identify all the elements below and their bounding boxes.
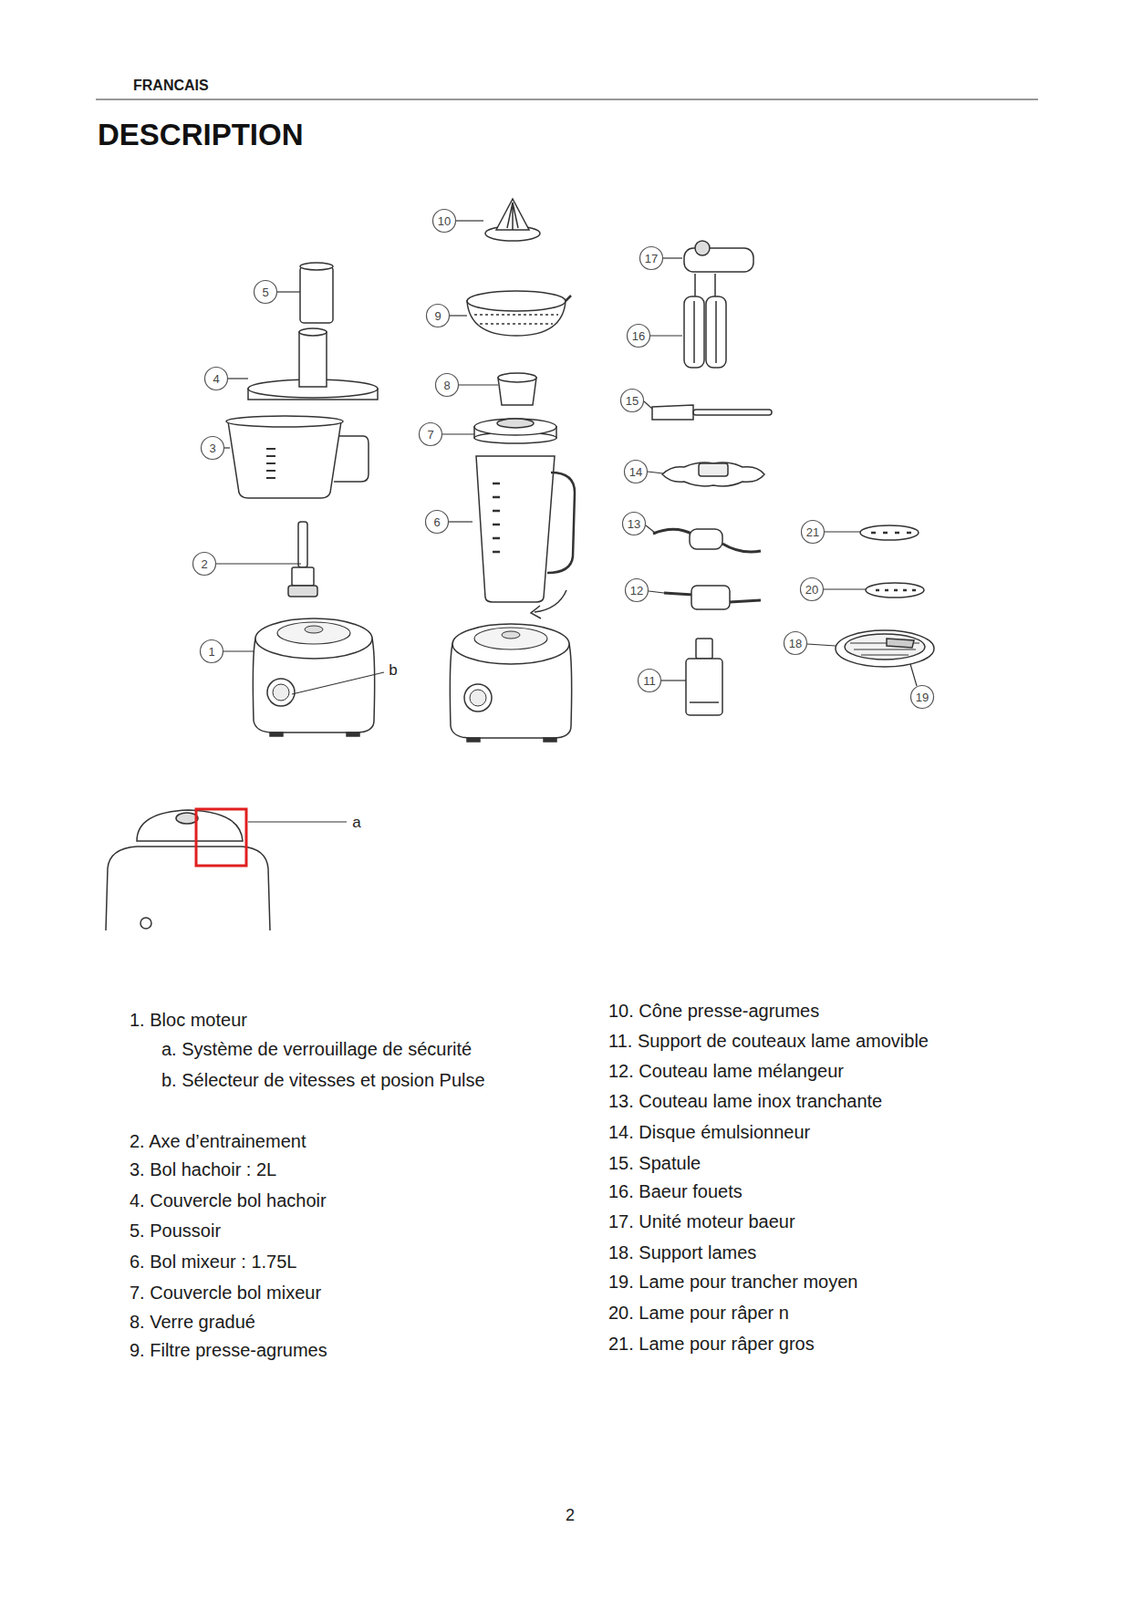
part-list-item: 3. Bol hachoir : 2L bbox=[129, 1154, 277, 1185]
emulsifier-disc bbox=[662, 462, 765, 487]
callout-ring bbox=[640, 247, 664, 271]
highlight-box bbox=[196, 809, 247, 866]
callout-number: 16 bbox=[632, 330, 645, 343]
callout-ring bbox=[205, 367, 229, 391]
turn-arrow bbox=[530, 605, 541, 619]
callout-number: 3 bbox=[208, 442, 216, 455]
measuring-cup bbox=[498, 373, 537, 406]
part-list-item: 16. Baeur fouets bbox=[608, 1176, 743, 1207]
drive-shaft bbox=[288, 521, 318, 597]
callout-ring bbox=[623, 512, 646, 536]
callout-number: 1 bbox=[207, 645, 215, 658]
callout-ring bbox=[425, 510, 449, 534]
callout-ring bbox=[625, 579, 649, 603]
callout-ring bbox=[911, 685, 935, 709]
part-list-item: 8. Verre gradué bbox=[129, 1307, 256, 1338]
motor-base bbox=[449, 623, 572, 742]
part-list-item: 1. Bloc moteur bbox=[129, 1005, 248, 1036]
citrus-filter bbox=[467, 290, 572, 336]
blade-disc bbox=[835, 630, 935, 667]
callout-number: 4 bbox=[212, 373, 219, 385]
part-list-item: 13. Couteau lame inox tranchante bbox=[608, 1086, 883, 1117]
callout-ring bbox=[784, 632, 808, 655]
part-list-item: 19. Lame pour trancher moyen bbox=[608, 1267, 859, 1298]
callout-ring bbox=[801, 520, 825, 544]
callout-number: 19 bbox=[915, 691, 929, 704]
callout-number: 10 bbox=[437, 215, 451, 228]
page-title: DESCRIPTION bbox=[97, 116, 304, 154]
callout-ring bbox=[193, 552, 217, 576]
callout-number: 5 bbox=[261, 286, 269, 299]
part-list-item: 12. Couteau lame mélangeur bbox=[608, 1056, 844, 1087]
callout-ring bbox=[621, 389, 644, 413]
callout-number: 11 bbox=[643, 675, 656, 687]
callout-number: 2 bbox=[200, 558, 208, 571]
part-list-item: 21. Lame pour râper gros bbox=[608, 1329, 815, 1360]
callout-number: 21 bbox=[806, 526, 820, 539]
lock-detail bbox=[105, 810, 271, 931]
part-list-item: 7. Couvercle bol mixeur bbox=[129, 1277, 322, 1309]
pusher bbox=[300, 262, 333, 323]
callout-ring bbox=[433, 209, 457, 233]
part-list-item: a. Système de verrouillage de sécurité bbox=[161, 1034, 472, 1065]
callout-letter: a bbox=[352, 814, 361, 831]
callout-number: 18 bbox=[789, 637, 802, 650]
callout-ring bbox=[419, 423, 443, 447]
callout-letter: b bbox=[388, 662, 397, 678]
chopper-bowl bbox=[226, 415, 369, 499]
coarse-grater bbox=[860, 525, 919, 541]
callout-ring bbox=[624, 460, 648, 484]
blender-jar bbox=[476, 456, 575, 603]
leader-lines bbox=[216, 220, 917, 822]
callout-number: 12 bbox=[630, 584, 644, 597]
whisks bbox=[684, 273, 727, 368]
callout-ring bbox=[638, 669, 662, 693]
part-list-item: 14. Disque émulsionneur bbox=[608, 1117, 811, 1148]
callout-number: 13 bbox=[627, 518, 641, 530]
callout-number: 20 bbox=[805, 583, 819, 596]
callout-number: 9 bbox=[434, 310, 441, 322]
citrus-cone bbox=[485, 198, 541, 241]
part-list-item: b. Sélecteur de vitesses et posion Pulse bbox=[161, 1065, 522, 1096]
callout-ring bbox=[254, 280, 278, 304]
callout-ring bbox=[200, 640, 224, 664]
header-rule bbox=[95, 98, 1039, 100]
callout-number: 15 bbox=[625, 394, 639, 407]
language-header: FRANCAIS bbox=[133, 70, 209, 101]
callout-number: 17 bbox=[644, 252, 658, 265]
callout-ring bbox=[436, 373, 459, 397]
page-number: 2 bbox=[565, 1500, 575, 1531]
part-list-item: 9. Filtre presse-agrumes bbox=[129, 1335, 328, 1366]
fine-grater bbox=[865, 582, 925, 598]
part-list-item: 6. Bol mixeur : 1.75L bbox=[129, 1246, 297, 1278]
part-list-item: 17. Unité moteur baeur bbox=[608, 1206, 796, 1237]
callout-ring bbox=[800, 578, 824, 602]
part-list-item: 20. Lame pour râper n bbox=[608, 1298, 790, 1329]
callout-number: 8 bbox=[443, 379, 450, 392]
blade-holder bbox=[685, 638, 723, 716]
blender-lid bbox=[474, 418, 557, 444]
part-list-item: 10. Cône presse-agrumes bbox=[608, 996, 820, 1027]
chopper-lid bbox=[248, 328, 378, 400]
motor-base bbox=[252, 618, 374, 737]
callout-ring bbox=[201, 436, 225, 460]
part-list-item: 4. Couvercle bol hachoir bbox=[129, 1185, 327, 1216]
callout-number: 7 bbox=[426, 428, 434, 441]
part-list-item: 5. Poussoir bbox=[129, 1215, 221, 1247]
callout-ring bbox=[627, 324, 651, 348]
callout-number: 6 bbox=[433, 516, 440, 529]
part-list-item: 15. Spatule bbox=[608, 1148, 701, 1179]
callout-number: 14 bbox=[629, 466, 643, 478]
callout-ring bbox=[426, 304, 450, 328]
part-list-item: 18. Support lames bbox=[608, 1237, 757, 1268]
part-list-item: 11. Support de couteaux lame amovible bbox=[608, 1026, 929, 1057]
slicing-blade bbox=[653, 529, 761, 552]
part-list-item: 2. Axe d’entrainement bbox=[129, 1126, 306, 1157]
spatula bbox=[652, 405, 772, 420]
beater-motor bbox=[684, 240, 754, 272]
mixing-blade bbox=[664, 585, 761, 610]
